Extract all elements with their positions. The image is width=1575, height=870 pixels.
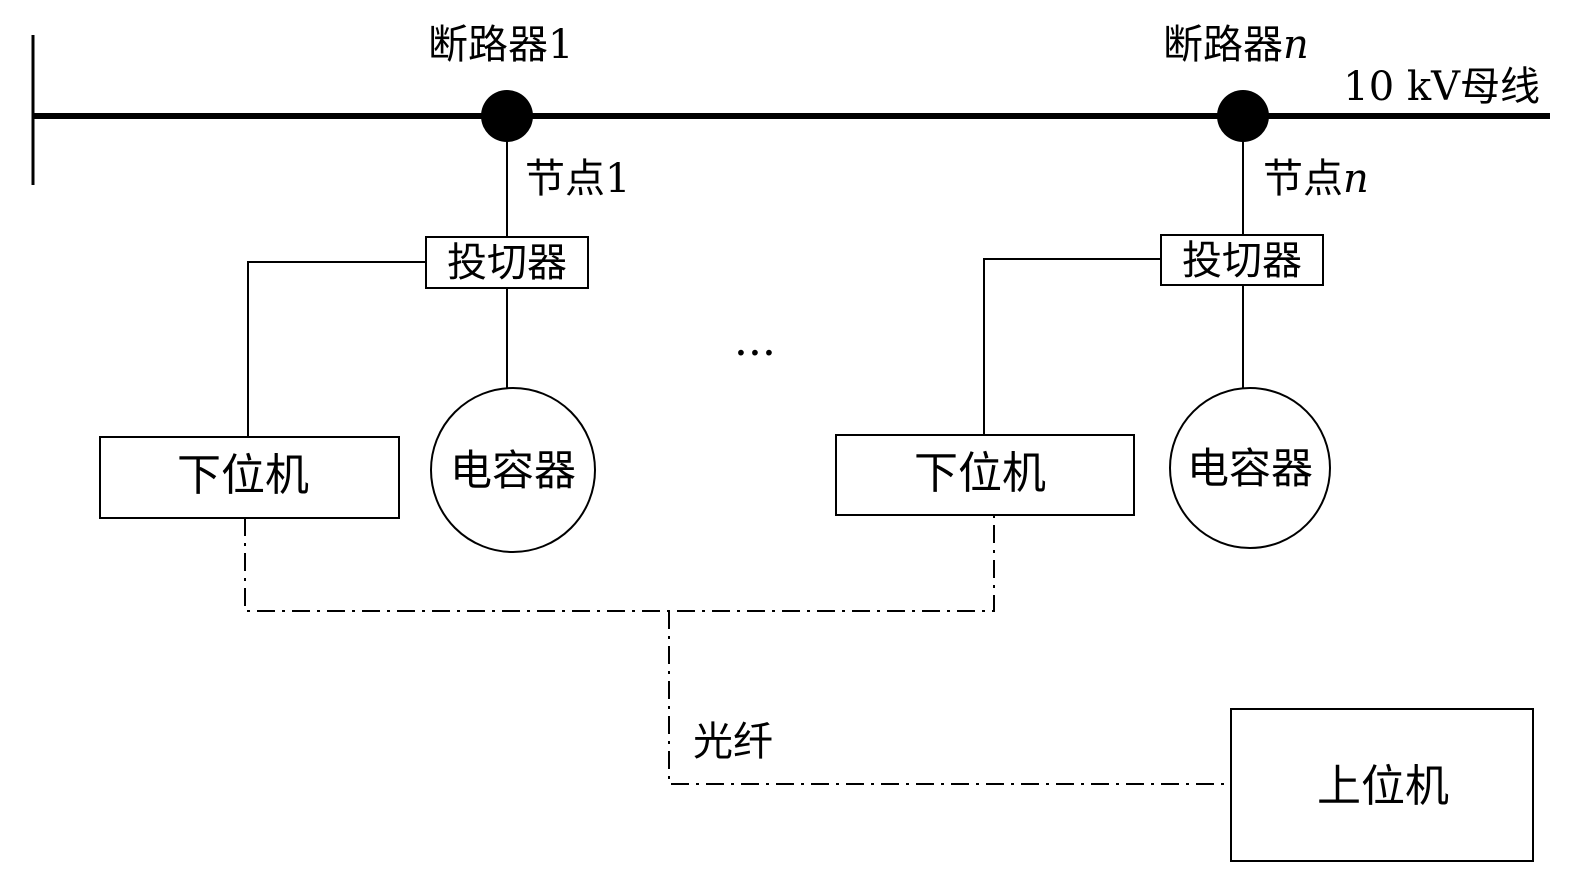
- breaker-1-prefix: 断路器: [428, 22, 548, 68]
- capacitor-1-label: 电容器: [450, 446, 576, 495]
- node-1-prefix: 节点: [525, 156, 605, 202]
- ellipsis: ···: [734, 328, 776, 379]
- breaker-1-dot: [481, 90, 533, 142]
- capacitor-n-label: 电容器: [1187, 444, 1313, 493]
- switch-1-box: [425, 236, 589, 289]
- switch-n-label: 投切器: [1182, 238, 1302, 284]
- branch-n: 断路器n 节点n 投切器 下位机 电容器: [835, 22, 1369, 549]
- fiber-label: 光纤: [693, 719, 773, 765]
- branch-1: 断路器1 节点1 投切器 下位机 电容器: [99, 22, 630, 553]
- breaker-1-label: 断路器1: [428, 22, 573, 68]
- lower-machine-n-label: 下位机: [914, 448, 1046, 499]
- node-n-label: 节点n: [1263, 156, 1369, 202]
- breaker-1-index: 1: [548, 22, 573, 68]
- switch-1-control-wire: [247, 261, 426, 437]
- lower-machine-1-label: 下位机: [177, 450, 309, 501]
- breaker-n-index: n: [1283, 22, 1309, 68]
- bus-label: 10 kV母线: [1343, 64, 1540, 110]
- lower-machine-n-box: [835, 434, 1135, 516]
- switch-n-box: [1160, 234, 1324, 286]
- upper-machine-label: 上位机: [1317, 761, 1449, 812]
- switch-1-label: 投切器: [447, 240, 567, 286]
- node-n-index: n: [1343, 156, 1369, 202]
- breaker-n-prefix: 断路器: [1163, 22, 1283, 68]
- breaker-n-label: 断路器n: [1163, 22, 1309, 68]
- lower-machine-1-box: [99, 436, 400, 519]
- node-1-label: 节点1: [525, 156, 630, 202]
- switch-n-control-wire: [983, 258, 1161, 435]
- capacitor-1-circle: [430, 387, 596, 553]
- breaker-n-dot: [1217, 90, 1269, 142]
- capacitor-n-circle: [1169, 387, 1331, 549]
- fiber-link-lower-machines: [244, 515, 995, 612]
- node-1-index: 1: [605, 156, 630, 202]
- upper-machine-box: [1230, 708, 1534, 862]
- node-n-prefix: 节点: [1263, 156, 1343, 202]
